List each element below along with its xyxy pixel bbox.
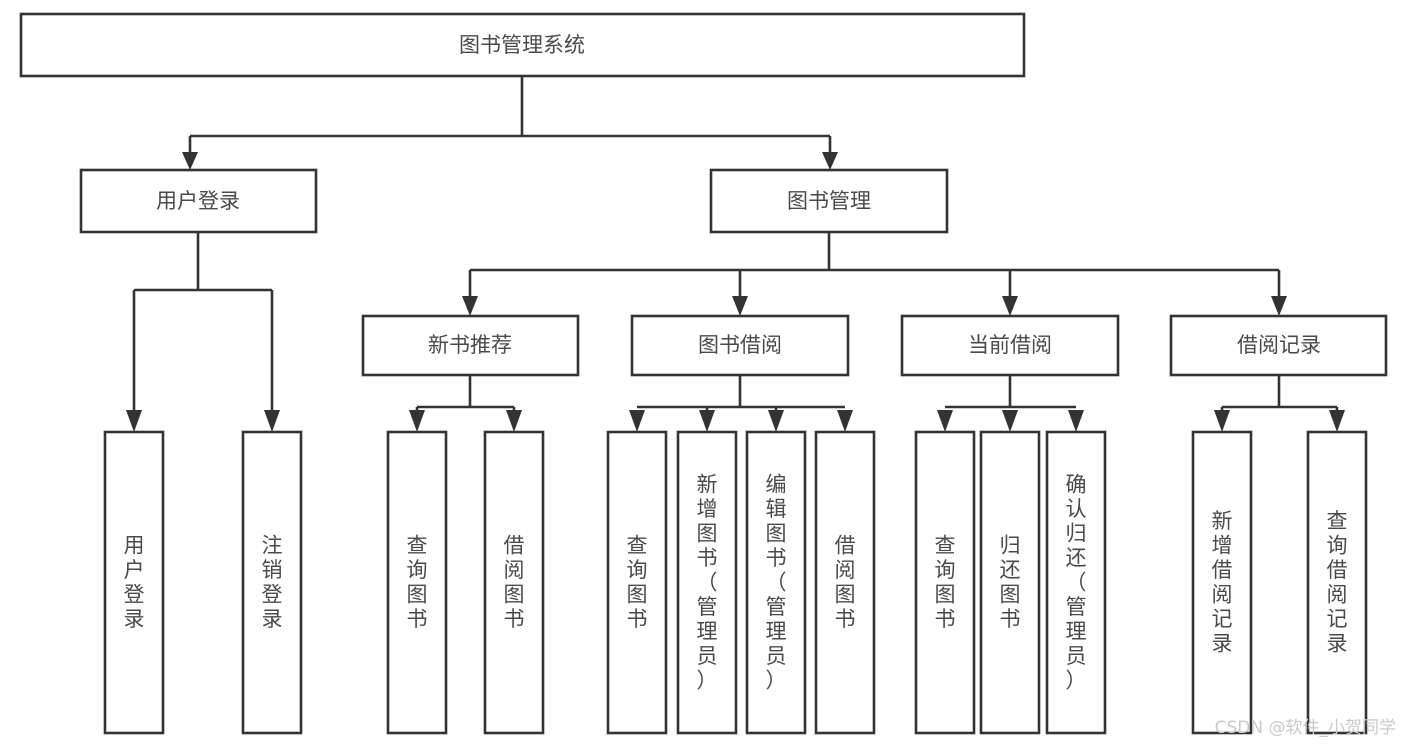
arrowhead-leaf-borrow-1: [699, 410, 715, 432]
node-current-borrow-box[interactable]: [900, 314, 1120, 377]
arrowhead-leaf-recommend-0: [409, 410, 425, 432]
leaf-box-borrow-1[interactable]: [676, 430, 738, 735]
leaf-label-borrow-2: 编辑图书（管理员）: [766, 472, 787, 692]
leaf-box-recommend-0[interactable]: [386, 430, 448, 735]
arrowhead-borrow-record: [1271, 296, 1287, 316]
leaf-box-current-2[interactable]: [1045, 430, 1107, 735]
arrowhead-leaf-user-login-1: [264, 410, 280, 432]
arrowhead-new-book-recommend: [462, 296, 478, 316]
node-new-book-recommend[interactable]: 新书推荐: [361, 314, 580, 377]
leaf-label-recommend-0: 查询图书: [407, 534, 428, 632]
node-book-manage-box[interactable]: [709, 168, 949, 234]
arrowhead-leaf-recommend-1: [506, 410, 522, 432]
arrowhead-leaf-borrow-0: [629, 410, 645, 432]
node-root-box[interactable]: [19, 12, 1026, 78]
leaf-label-current-0: 查询图书: [935, 534, 956, 632]
node-user-login[interactable]: 用户登录: [79, 168, 318, 234]
leaf-box-user-login-1[interactable]: [241, 430, 303, 735]
leaf-label-current-2: 确认归还（管理员）: [1066, 472, 1087, 692]
node-root-label: 图书管理系统: [459, 33, 585, 57]
leaf-box-recommend-1[interactable]: [483, 430, 545, 735]
leaf-label-record-1: 查询借阅记录: [1327, 509, 1348, 656]
arrowhead-leaf-current-2: [1068, 410, 1084, 432]
leaf-box-borrow-3[interactable]: [814, 430, 876, 735]
node-borrow-record-label: 借阅记录: [1237, 333, 1321, 357]
arrowhead-leaf-record-0: [1214, 410, 1230, 432]
node-user-login-label: 用户登录: [156, 189, 240, 213]
node-root[interactable]: 图书管理系统: [19, 12, 1026, 78]
arrowhead-leaf-user-login-0: [126, 410, 142, 432]
node-borrow-record[interactable]: 借阅记录: [1169, 314, 1388, 377]
leaf-nodes: [103, 430, 1368, 735]
arrowhead-book-borrow: [732, 296, 748, 316]
leaf-label-record-0: 新增借阅记录: [1212, 509, 1233, 656]
node-book-borrow-label: 图书借阅: [698, 333, 782, 357]
node-book-borrow-box[interactable]: [630, 314, 850, 377]
leaf-labels: 用户登录 注销登录 查询图书 借阅图书 查询图书 新增图书（管理员） 编辑图书（…: [124, 472, 1348, 692]
leaf-box-borrow-2[interactable]: [745, 430, 807, 735]
node-book-borrow[interactable]: 图书借阅: [630, 314, 850, 377]
node-user-login-box[interactable]: [79, 168, 318, 234]
node-new-book-recommend-box[interactable]: [361, 314, 580, 377]
watermark-text: CSDN @软件_小贺同学: [1215, 718, 1396, 738]
leaf-label-recommend-1: 借阅图书: [504, 534, 525, 632]
node-current-borrow[interactable]: 当前借阅: [900, 314, 1120, 377]
connector-layer: [126, 76, 1345, 432]
node-book-manage[interactable]: 图书管理: [709, 168, 949, 234]
node-book-manage-label: 图书管理: [787, 189, 871, 213]
leaf-box-user-login-0[interactable]: [103, 430, 165, 735]
node-current-borrow-label: 当前借阅: [968, 333, 1052, 357]
arrowhead-user-login: [182, 152, 198, 170]
arrowhead-leaf-current-1: [1002, 410, 1018, 432]
node-borrow-record-box[interactable]: [1169, 314, 1388, 377]
leaf-box-record-1[interactable]: [1306, 430, 1368, 735]
leaf-label-borrow-3: 借阅图书: [835, 534, 856, 632]
leaf-box-borrow-0[interactable]: [606, 430, 668, 735]
leaf-label-current-1: 归还图书: [1000, 534, 1021, 632]
arrowhead-leaf-borrow-3: [837, 410, 853, 432]
leaf-box-record-0[interactable]: [1191, 430, 1253, 735]
arrowhead-leaf-current-0: [937, 410, 953, 432]
node-new-book-recommend-label: 新书推荐: [428, 333, 512, 357]
arrowhead-leaf-record-1: [1329, 410, 1345, 432]
leaf-box-current-0[interactable]: [914, 430, 976, 735]
arrowhead-book-manage: [822, 152, 838, 170]
leaf-label-user-login-1: 注销登录: [262, 534, 283, 632]
leaf-box-current-1[interactable]: [979, 430, 1041, 735]
leaf-label-user-login-0: 用户登录: [124, 534, 145, 632]
leaf-label-borrow-1: 新增图书（管理员）: [697, 472, 718, 692]
arrowhead-current-borrow: [1002, 296, 1018, 316]
arrowhead-leaf-borrow-2: [768, 410, 784, 432]
leaf-label-borrow-0: 查询图书: [627, 534, 648, 632]
